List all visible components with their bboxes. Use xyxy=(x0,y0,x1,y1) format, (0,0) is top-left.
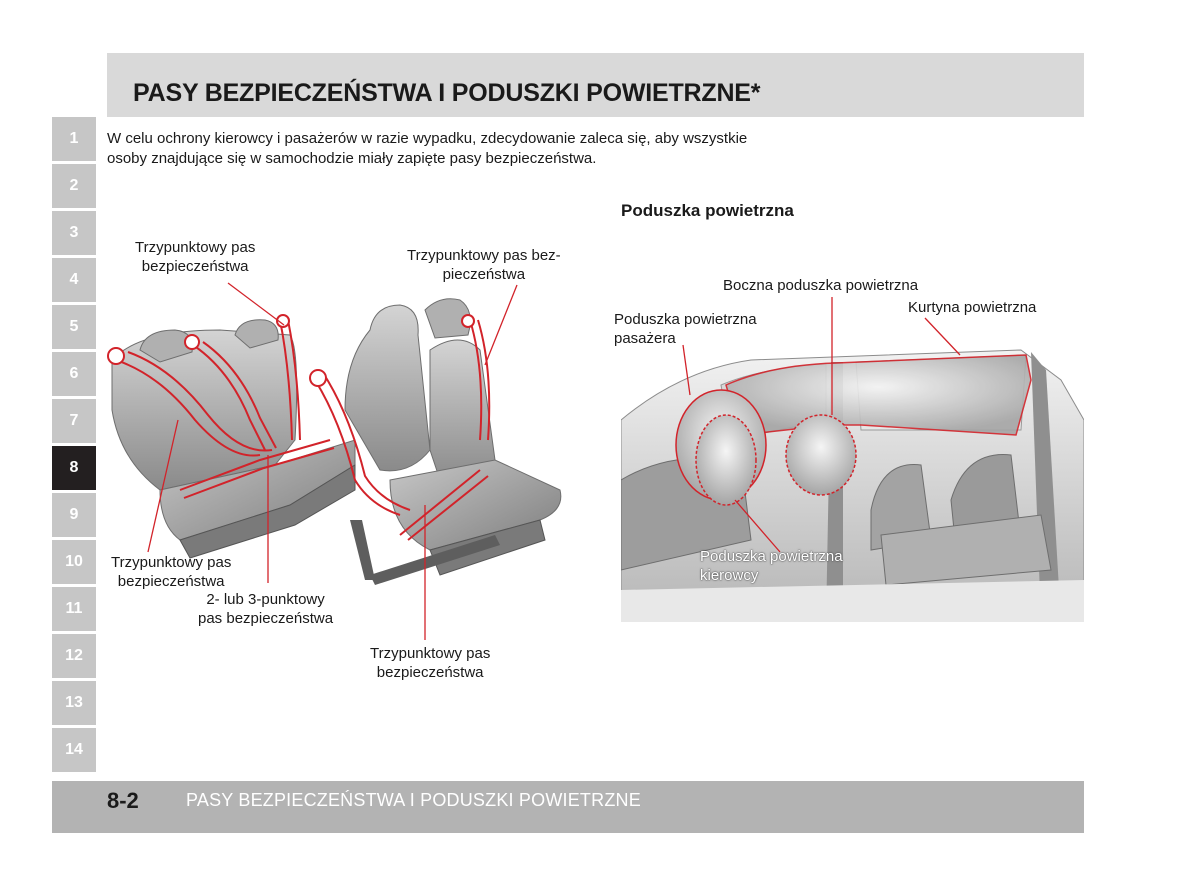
chapter-tab-3[interactable]: 3 xyxy=(52,211,96,255)
chapter-tab-1[interactable]: 1 xyxy=(52,117,96,161)
seat-label-middle: 2- lub 3-punktowy pas bezpieczeństwa xyxy=(198,591,334,627)
chapter-tab-9[interactable]: 9 xyxy=(52,493,96,537)
airbag-label-passenger: Poduszka powietrzna pasażera xyxy=(614,311,757,347)
chapter-tab-5[interactable]: 5 xyxy=(52,305,96,349)
chapter-tab-14[interactable]: 14 xyxy=(52,728,96,772)
footer-title: PASY BEZPIECZEŃSTWA I PODUSZKI POWIETRZN… xyxy=(186,790,641,810)
airbag-label-driver: Poduszka powietrzna kierowcy xyxy=(700,548,843,584)
page-number: 8-2 xyxy=(107,788,139,813)
seat-label-top-right: Trzypunktowy pas bez- pieczeństwa xyxy=(407,247,561,283)
car-airbags-illustration xyxy=(621,340,1084,622)
airbag-label-curtain: Kurtyna powietrzna xyxy=(908,299,1037,316)
intro-paragraph: W celu ochrony kierowcy i pasażerów w ra… xyxy=(107,129,867,169)
page-header: PASY BEZPIECZEŃSTWA I PODUSZKI POWIETRZN… xyxy=(107,53,1084,117)
intro-line-2: osoby znajdujące się w samochodzie miały… xyxy=(107,150,597,167)
page-title: PASY BEZPIECZEŃSTWA I PODUSZKI POWIETRZN… xyxy=(133,79,761,107)
airbag-label-side: Boczna poduszka powietrzna xyxy=(723,277,919,294)
chapter-tab-7[interactable]: 7 xyxy=(52,399,96,443)
chapter-tab-4[interactable]: 4 xyxy=(52,258,96,302)
seat-label-bottom-right: Trzypunktowy pas bezpieczeństwa xyxy=(370,645,491,681)
intro-line-1: W celu ochrony kierowcy i pasażerów w ra… xyxy=(107,130,748,147)
chapter-tab-13[interactable]: 13 xyxy=(52,681,96,725)
chapter-tab-11[interactable]: 11 xyxy=(52,587,96,631)
seat-label-bottom-left: Trzypunktowy pas bezpieczeństwa xyxy=(111,554,232,590)
page-footer: 8-2 PASY BEZPIECZEŃSTWA I PODUSZKI POWIE… xyxy=(52,781,1084,833)
airbag-heading: Poduszka powietrzna xyxy=(621,201,794,220)
chapter-tab-12[interactable]: 12 xyxy=(52,634,96,678)
chapter-tab-10[interactable]: 10 xyxy=(52,540,96,584)
chapter-tab-8[interactable]: 8 xyxy=(52,446,96,490)
chapter-tab-2[interactable]: 2 xyxy=(52,164,96,208)
seat-label-top-left: Trzypunktowy pas bezpieczeństwa xyxy=(135,239,256,275)
chapter-tab-6[interactable]: 6 xyxy=(52,352,96,396)
